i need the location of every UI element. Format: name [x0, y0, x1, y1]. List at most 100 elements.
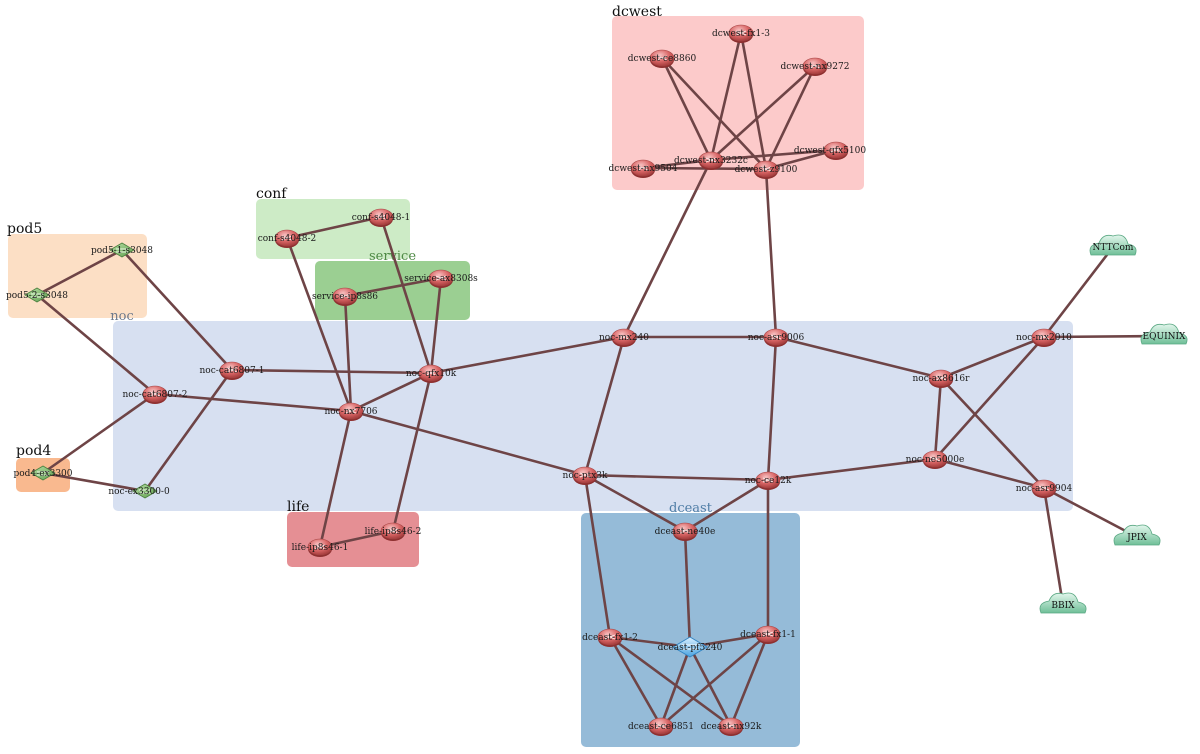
node-noc-ce12k[interactable]: noc-ce12k: [745, 471, 792, 490]
node-dceast-nx92k[interactable]: dceast-nx92k: [701, 717, 762, 736]
link-dceast-pf5240-to-dceast-nx92k: [688, 645, 733, 728]
node-pod5-2-s3048[interactable]: pod5-2-s3048: [6, 287, 68, 303]
node-EQUINIX[interactable]: EQUINIX: [1140, 323, 1188, 345]
node-noc-ptx3k[interactable]: noc-ptx3k: [563, 466, 608, 485]
node-label: pod5-2-s3048: [6, 291, 68, 301]
node-noc-cat6807-2[interactable]: noc-cat6807-2: [123, 385, 188, 404]
node-label: service-ax8308s: [404, 274, 478, 284]
node-label: noc-ptx3k: [563, 471, 608, 481]
link-noc-ne5000e-to-noc-asr9904: [933, 457, 1046, 490]
router-icon: [572, 466, 598, 485]
node-label: pod4-ex3300: [13, 469, 72, 479]
node-noc-mx240[interactable]: noc-mx240: [599, 328, 649, 347]
link-dcwest-fx1-3-to-dcwest-z9100: [739, 31, 768, 171]
router-icon: [928, 369, 954, 388]
node-conf-s4048-2[interactable]: conf-s4048-2: [258, 229, 317, 248]
link-pod5-1-s3048-to-pod5-2-s3048: [35, 248, 124, 297]
node-noc-mx2010[interactable]: noc-mx2010: [1016, 328, 1072, 347]
node-life-ip8s46-1[interactable]: life-ip8s46-1: [292, 538, 349, 557]
node-life-ip8s46-2[interactable]: life-ip8s46-2: [365, 522, 422, 541]
node-service-ip8s86[interactable]: service-ip8s86: [312, 287, 378, 306]
link-noc-ce12k-to-dceast-ne40e: [683, 478, 770, 533]
router-icon: [307, 538, 333, 557]
link-noc-asr9904-to-BBIX: [1042, 486, 1065, 607]
node-label: noc-mx2010: [1016, 333, 1072, 343]
link-pod4-ex3300-to-noc-ex3300-0: [41, 471, 147, 493]
node-label: dcwest-nx9504: [609, 164, 678, 174]
link-dceast-ne40e-to-dceast-pf5240: [683, 529, 692, 649]
node-dceast-pf5240[interactable]: dceast-pf5240: [658, 636, 723, 658]
node-dcwest-ce8860[interactable]: dcwest-ce8860: [628, 49, 697, 68]
router-icon: [332, 287, 358, 306]
router-icon: [418, 364, 444, 383]
link-dceast-pf5240-to-dceast-ce6851: [659, 645, 692, 728]
node-NTTCom[interactable]: NTTCom: [1089, 234, 1137, 256]
node-noc-ex3300-0[interactable]: noc-ex3300-0: [108, 483, 170, 499]
link-pod5-1-s3048-to-noc-cat6807-1: [120, 248, 234, 372]
node-label: noc-mx240: [599, 333, 649, 343]
group-pod5-sublabel: noc: [110, 309, 133, 324]
router-icon: [630, 159, 656, 178]
node-dcwest-nx9272[interactable]: dcwest-nx9272: [781, 57, 850, 76]
node-conf-s4048-1[interactable]: conf-s4048-1: [352, 208, 411, 227]
node-dceast-fx1-2[interactable]: dceast-fx1-2: [582, 628, 638, 647]
router-icon: [922, 450, 948, 469]
router-icon: [219, 361, 245, 380]
router-icon: [823, 141, 849, 160]
router-icon: [755, 625, 781, 644]
node-dceast-ce6851[interactable]: dceast-ce6851: [628, 717, 694, 736]
link-noc-cat6807-2-to-noc-nx7706: [153, 392, 353, 413]
node-dcwest-qfx5100[interactable]: dcwest-qfx5100: [794, 141, 866, 160]
router-icon: [718, 717, 744, 736]
node-pod5-1-s3048[interactable]: pod5-1-s3048: [91, 242, 153, 258]
node-label: noc-asr9904: [1016, 484, 1073, 494]
link-life-ip8s46-1-to-life-ip8s46-2: [318, 529, 395, 549]
node-noc-ne5000e[interactable]: noc-ne5000e: [906, 450, 965, 469]
link-dcwest-ce8860-to-dcwest-z9100: [660, 56, 768, 171]
node-label: pod5-1-s3048: [91, 246, 153, 256]
group-pod5-label: pod5: [7, 221, 42, 237]
router-icon: [763, 328, 789, 347]
node-pod4-ex3300[interactable]: pod4-ex3300: [13, 465, 73, 481]
link-noc-qfx10k-to-life-ip8s46-2: [391, 371, 433, 533]
router-icon: [698, 151, 724, 170]
link-noc-ax8616r-to-noc-asr9904: [939, 376, 1046, 490]
node-label: dcwest-z9100: [735, 165, 798, 175]
group-pod4-label: pod4: [16, 443, 51, 459]
link-noc-asr9904-to-JPIX: [1042, 486, 1139, 539]
link-noc-mx2010-to-noc-ne5000e: [933, 335, 1046, 461]
node-label: EQUINIX: [1143, 332, 1187, 342]
node-service-ax8308s[interactable]: service-ax8308s: [404, 269, 478, 288]
link-dceast-fx1-1-to-dceast-ce6851: [659, 632, 770, 728]
node-dcwest-z9100[interactable]: dcwest-z9100: [735, 160, 798, 179]
link-conf-s4048-1-to-conf-s4048-2: [285, 215, 383, 240]
node-dceast-ne40e[interactable]: dceast-ne40e: [655, 522, 716, 541]
node-dcwest-nx9504[interactable]: dcwest-nx9504: [609, 159, 678, 178]
router-icon: [142, 385, 168, 404]
node-dceast-fx1-1[interactable]: dceast-fx1-1: [740, 625, 796, 644]
node-JPIX[interactable]: JPIX: [1113, 524, 1161, 546]
router-icon: [428, 269, 454, 288]
node-dcwest-fx1-3[interactable]: dcwest-fx1-3: [712, 24, 770, 43]
node-noc-ax8616r[interactable]: noc-ax8616r: [913, 369, 971, 388]
cloud-icon: [1039, 592, 1087, 614]
router-icon: [672, 522, 698, 541]
node-noc-qfx10k[interactable]: noc-qfx10k: [406, 364, 457, 383]
link-service-ip8s86-to-noc-nx7706: [343, 294, 353, 413]
group-dcwest: dcwest: [612, 4, 864, 190]
node-dcwest-nx3232c[interactable]: dcwest-nx3232c: [674, 151, 748, 170]
node-noc-asr9904[interactable]: noc-asr9904: [1016, 479, 1073, 498]
cloud-icon: [1113, 524, 1161, 546]
node-BBIX[interactable]: BBIX: [1039, 592, 1087, 614]
link-dcwest-ce8860-to-dcwest-nx3232c: [660, 56, 713, 162]
node-noc-nx7706[interactable]: noc-nx7706: [324, 402, 378, 421]
node-label: conf-s4048-1: [352, 213, 411, 223]
router-icon: [368, 208, 394, 227]
node-noc-cat6807-1[interactable]: noc-cat6807-1: [200, 361, 265, 380]
node-noc-asr9006[interactable]: noc-asr9006: [748, 328, 805, 347]
link-noc-nx7706-to-noc-ptx3k: [349, 409, 587, 477]
router-icon: [597, 628, 623, 647]
group-noc: [113, 321, 1073, 511]
